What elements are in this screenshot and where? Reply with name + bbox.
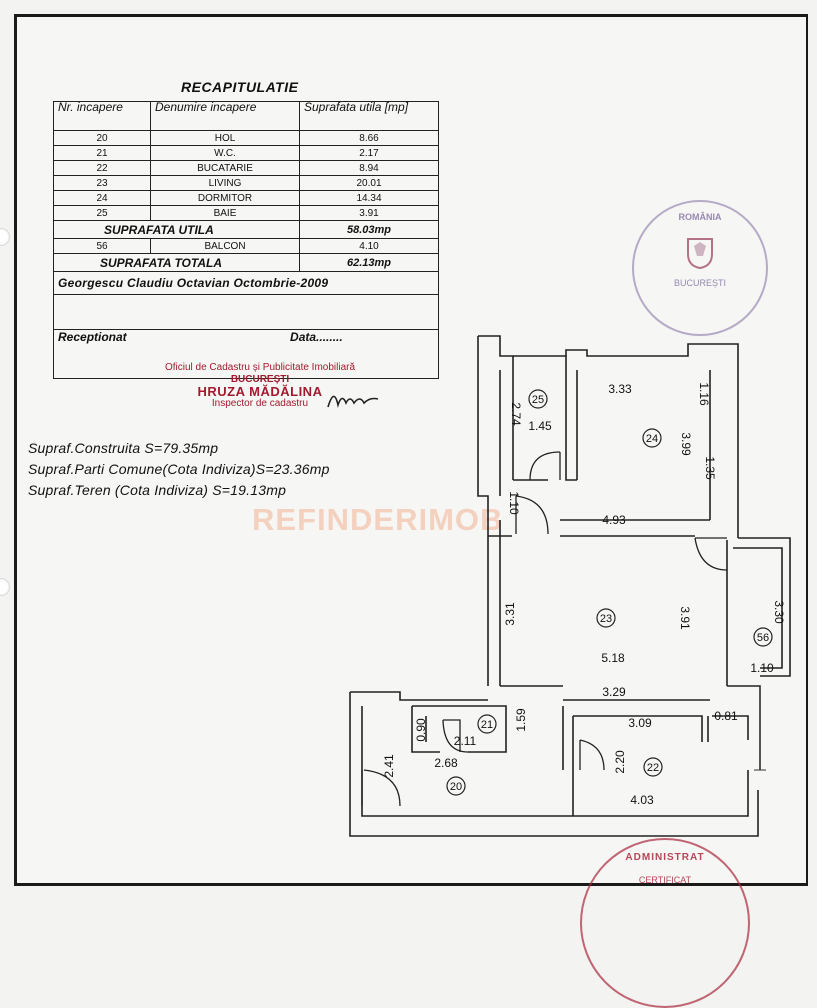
received-row: Receptionat Data........ [53,329,439,379]
dimension-label: 1.16 [697,382,711,406]
room-marker [446,776,466,796]
date-label: Data [290,330,317,344]
punch-hole-icon [0,228,10,246]
dimension-label: 1.10 [507,491,521,515]
surface-constructed: Supraf.Construita S=79.35mp [28,440,219,456]
dimension-label: 1.35 [703,456,717,480]
util-row: SUPRAFATA UTILA 58.03mp [53,220,439,239]
table-row: 23 LIVING 20.01 [53,175,439,191]
room-number: 22 [647,762,659,774]
balcony-hatch [754,686,766,771]
dimension-label: 1.59 [514,708,528,732]
dimension-label: 1.45 [528,419,552,433]
dimension-label: 4.03 [630,793,654,807]
dimension-label: 2.41 [382,754,396,778]
dimension-label: 0.81 [714,709,738,723]
dimension-label: 5.18 [601,651,625,665]
surface-common: Supraf.Parti Comune(Cota Indiviza)S=23.3… [28,461,330,477]
recap-title: RECAPITULATIE [181,79,299,95]
dimension-label: 1.10 [750,661,774,675]
room-number: 23 [600,613,612,625]
blank-row [53,294,439,330]
table-row: 24 DORMITOR 14.34 [53,190,439,206]
stamp-name: HRUZA MĂDĂLINA [197,384,323,399]
stamp-city: BUCUREȘTI [230,374,290,385]
dimension-label: 3.29 [602,685,626,699]
punch-hole-icon [0,578,10,596]
recap-table: Nr. incapere Denumire incapere Suprafata… [53,101,439,379]
room-marker [643,757,663,777]
dimension-label: 3.09 [628,716,652,730]
watermark-text: REFINDERIMOB [252,502,504,537]
dimension-label: 3.99 [679,432,693,456]
seal-bottom-line1: ADMINISTRAT [625,852,705,863]
cadastre-stamp: Oficiul de Cadastru și Publicitate Imobi… [142,362,378,418]
dimension-label: 2.68 [434,756,458,770]
room-marker [642,428,662,448]
room-marker [477,714,497,734]
dimension-label: 2.11 [454,734,477,748]
room-marker [596,608,616,628]
dimension-label: 2.74 [509,402,523,426]
plan-doors [361,451,728,807]
signature-icon [327,395,379,408]
dimension-label: 2.20 [613,750,627,774]
dimension-label: 3.30 [772,600,786,624]
dimension-label: 3.31 [503,602,517,626]
room-number: 56 [757,632,769,644]
room-markers [446,389,773,796]
header-nr: Nr. incapere [53,101,151,131]
dimension-labels: 3.33 1.45 4.93 5.18 3.29 1.10 2.11 2.68 … [382,382,786,807]
owner-text: Georgescu Claudiu Octavian Octombrie-200… [53,271,439,295]
date-dots: ........ [316,330,343,344]
seal-top-line1: ROMÂNIA [678,212,722,222]
dimension-label: 0.90 [414,718,428,742]
romania-seal: ROMÂNIA BUCUREȘTI [632,200,768,336]
room-marker [753,627,773,647]
received-label: Receptionat [58,330,127,344]
administration-seal: ADMINISTRAT CERTIFICAT [580,838,750,1008]
room-number: 21 [481,719,493,731]
table-row: 25 BAIE 3.91 [53,205,439,221]
header-area: Suprafata utila [mp] [299,101,439,131]
room-number: 24 [646,433,658,445]
seal-bottom-line2: CERTIFICAT [638,875,692,885]
util-label: SUPRAFATA UTILA [53,220,300,239]
seal-top-line2: BUCUREȘTI [673,278,726,288]
room-number: 25 [532,394,544,406]
room-number: 20 [450,781,462,793]
coat-of-arms-icon [687,238,713,270]
table-row: 22 BUCATARIE 8.94 [53,160,439,176]
owner-row: Georgescu Claudiu Octavian Octombrie-200… [53,271,439,295]
dimension-label: 3.33 [608,382,632,396]
room-marker [528,389,548,409]
stamp-role: Inspector de cadastru [211,398,309,409]
surface-land: Supraf.Teren (Cota Indiviza) S=19.13mp [28,482,287,498]
dimension-label: 4.93 [602,513,626,527]
plan-walls [349,335,791,837]
total-label: SUPRAFATA TOTALA [53,253,300,272]
stamp-office: Oficiul de Cadastru și Publicitate Imobi… [164,362,356,373]
dimension-label: 3.91 [678,606,692,630]
floor-plan: 25 24 23 56 21 22 20 3.33 1.45 4.93 5.18… [349,335,791,837]
